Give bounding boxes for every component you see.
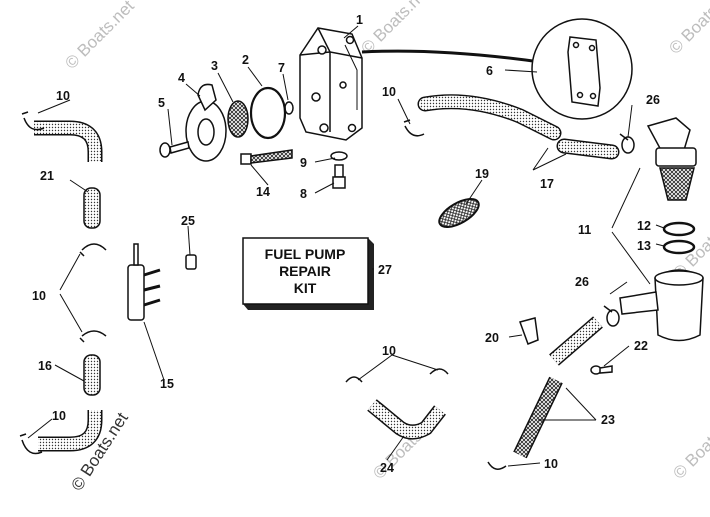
clamp-10-a (21, 111, 45, 131)
callout-10-d: 10 (52, 409, 66, 423)
callout-10-b: 10 (382, 85, 396, 99)
hose-elbow-bottom-left (38, 410, 103, 452)
callout-13: 13 (637, 239, 651, 253)
callout-11: 11 (578, 223, 591, 237)
clamp-10-e (403, 119, 425, 137)
disc-19 (438, 197, 480, 228)
fuel-filter-11 (619, 117, 704, 342)
callout-4: 4 (178, 71, 185, 85)
callout-10-f: 10 (544, 457, 558, 471)
screw-5 (159, 141, 190, 158)
callout-20: 20 (485, 331, 499, 345)
clamp-10-b (79, 243, 107, 257)
callout-10-e: 10 (382, 344, 396, 358)
callout-8: 8 (300, 187, 307, 201)
gasket-detail (531, 18, 633, 120)
callout-25: 25 (181, 214, 195, 228)
callout-16: 16 (38, 359, 52, 373)
callout-17: 17 (540, 177, 554, 191)
repair-kit-box: FUEL PUMP REPAIR KIT (242, 237, 374, 310)
watermark-2: © Boats.net (357, 0, 434, 58)
callout-2: 2 (242, 53, 249, 67)
callout-12: 12 (637, 219, 651, 233)
callout-22: 22 (634, 339, 648, 353)
callout-27: 27 (378, 263, 392, 277)
watermark-5: © Boats.net (669, 406, 710, 483)
clamp-10-c (79, 330, 107, 343)
callout-19: 19 (475, 167, 489, 181)
kit-line-1: FUEL PUMP (265, 246, 346, 262)
callout-10-c: 10 (32, 289, 46, 303)
fitting-8 (332, 164, 346, 189)
pump-cover-4 (185, 83, 227, 162)
callout-6: 6 (486, 64, 493, 78)
fitting-15 (127, 243, 161, 321)
clamp-10-g (487, 461, 507, 470)
callout-21: 21 (40, 169, 54, 183)
kit-line-2: REPAIR (279, 263, 331, 279)
callout-26-top: 26 (646, 93, 660, 107)
hose-24 (367, 399, 446, 440)
callout-23: 23 (601, 413, 615, 427)
bolt-14 (240, 149, 293, 165)
callout-26-bottom: 26 (575, 275, 589, 289)
callout-24: 24 (380, 461, 394, 475)
ring-7 (284, 101, 294, 115)
callout-1: 1 (356, 13, 363, 27)
clamp-10-d (19, 433, 43, 455)
filter-screen-3 (227, 100, 249, 138)
callout-7: 7 (278, 61, 285, 75)
callout-numbers: 1 2 3 4 5 6 7 8 9 10 10 10 10 10 10 11 1… (32, 13, 660, 475)
plug-25 (185, 254, 197, 270)
callout-3: 3 (211, 59, 218, 73)
watermark-3: © Boats.net (665, 0, 710, 58)
clamp-10-f (345, 368, 449, 383)
hose-21 (83, 187, 101, 229)
watermark-1: © Boats.net (61, 0, 138, 73)
callout-10-a: 10 (56, 89, 70, 103)
callout-9: 9 (300, 156, 307, 170)
clamp-26-bottom (603, 305, 620, 327)
callout-14: 14 (256, 185, 270, 199)
clamp-26-top (619, 133, 635, 154)
leader-lines (27, 25, 665, 467)
hose-16 (83, 354, 101, 396)
hose-17 (417, 94, 620, 160)
o-ring-12 (662, 221, 696, 237)
kit-line-3: KIT (294, 280, 317, 296)
bracket-20 (519, 317, 539, 345)
fuel-pump-body (299, 27, 541, 141)
callout-5: 5 (158, 96, 165, 110)
screw-22 (590, 365, 613, 375)
o-ring-13 (662, 239, 696, 255)
o-ring-2 (249, 86, 287, 140)
washer-9 (330, 151, 348, 161)
hose-23 (513, 316, 603, 459)
callout-15: 15 (160, 377, 174, 391)
hose-elbow-top-left (34, 120, 103, 162)
